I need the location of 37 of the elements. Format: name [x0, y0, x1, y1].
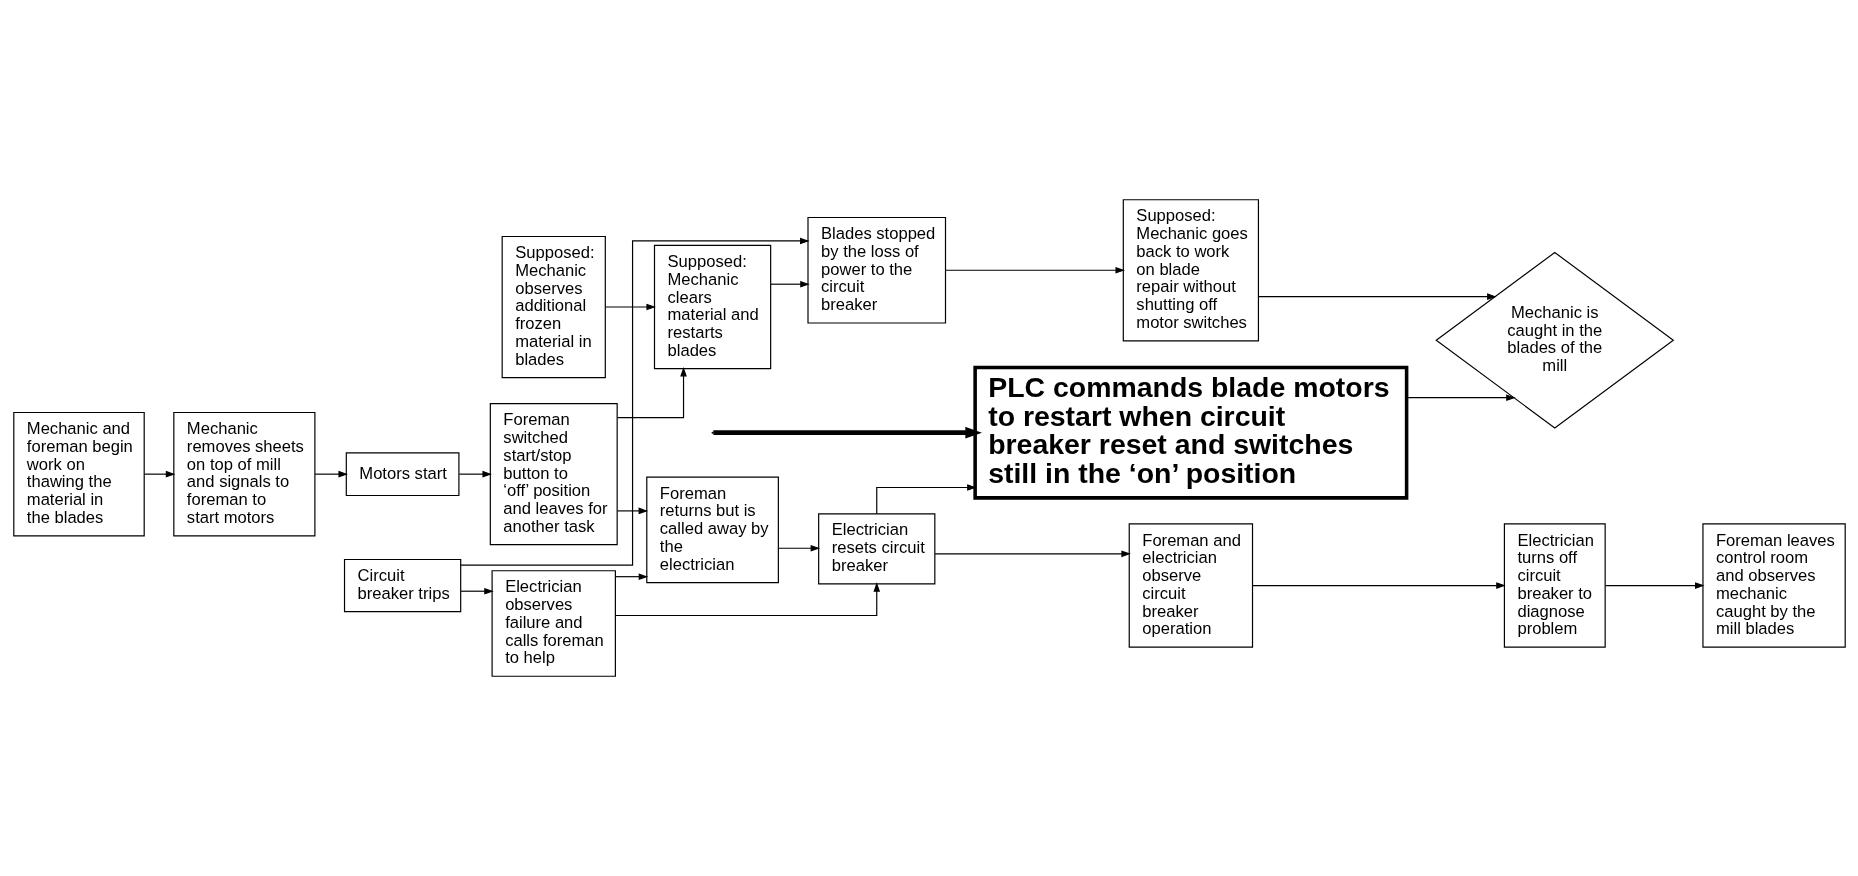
node-box: Mechanic removes sheets on top of mill and signals to foreman to start motors: [172, 411, 315, 537]
arrow: [459, 587, 494, 595]
node-box: Foreman and electrician observe circuit breaker operation: [1128, 523, 1253, 648]
node-box: Foreman returns but is called away by the electrician: [645, 476, 779, 584]
arrow: [614, 582, 880, 617]
arrow: [616, 366, 687, 419]
arrow: [1257, 293, 1497, 300]
arrow: [143, 470, 175, 478]
node-box: Foreman leaves control room and observes mechanic caught by the mill blades: [1701, 523, 1846, 648]
arrow: [614, 573, 648, 580]
node-box: Electrician turns off circuit breaker to diagnose problem: [1503, 523, 1606, 648]
node-box: Blades stopped by the loss of power to the circuit breaker: [806, 216, 946, 324]
node-box: Supposed: Mechanic clears material and restarts blades: [653, 244, 771, 370]
arrow: [459, 237, 810, 566]
node-box: Supposed: Mechanic goes back to work on blade repair without shutting off motor switches: [1122, 199, 1259, 342]
node-box: PLC commands blade motors to restart when circuit breaker reset and switches still in the ‘on’ position: [972, 365, 1408, 500]
arrow: [769, 280, 810, 288]
arrow: [1251, 582, 1506, 589]
arrow: [777, 544, 820, 552]
arrow: [712, 426, 982, 439]
node-box: Electrician observes failure and calls foreman to help: [491, 570, 616, 677]
node-box: Circuit breaker trips: [343, 558, 461, 613]
node-diamond: Mechanic is caught in the blades of the mill: [1434, 251, 1674, 429]
arrow: [458, 470, 492, 478]
arrow: [1405, 394, 1516, 402]
node-box: Supposed: Mechanic observes additional frozen material in blades: [501, 235, 606, 379]
node-box: Foreman switched start/stop button to ‘off’ position and leaves for another task: [489, 403, 618, 546]
node-box: Motors start: [345, 452, 459, 497]
arrow: [616, 507, 648, 515]
arrow: [1604, 582, 1705, 589]
arrow: [314, 470, 348, 478]
node-box: Mechanic and foreman begin work on thawing the material in the blades: [12, 411, 145, 537]
node-box: Electrician resets circuit breaker: [817, 513, 935, 585]
arrow: [944, 266, 1125, 274]
arrow: [604, 303, 656, 311]
arrow: [934, 550, 1131, 558]
arrow: [875, 484, 977, 515]
